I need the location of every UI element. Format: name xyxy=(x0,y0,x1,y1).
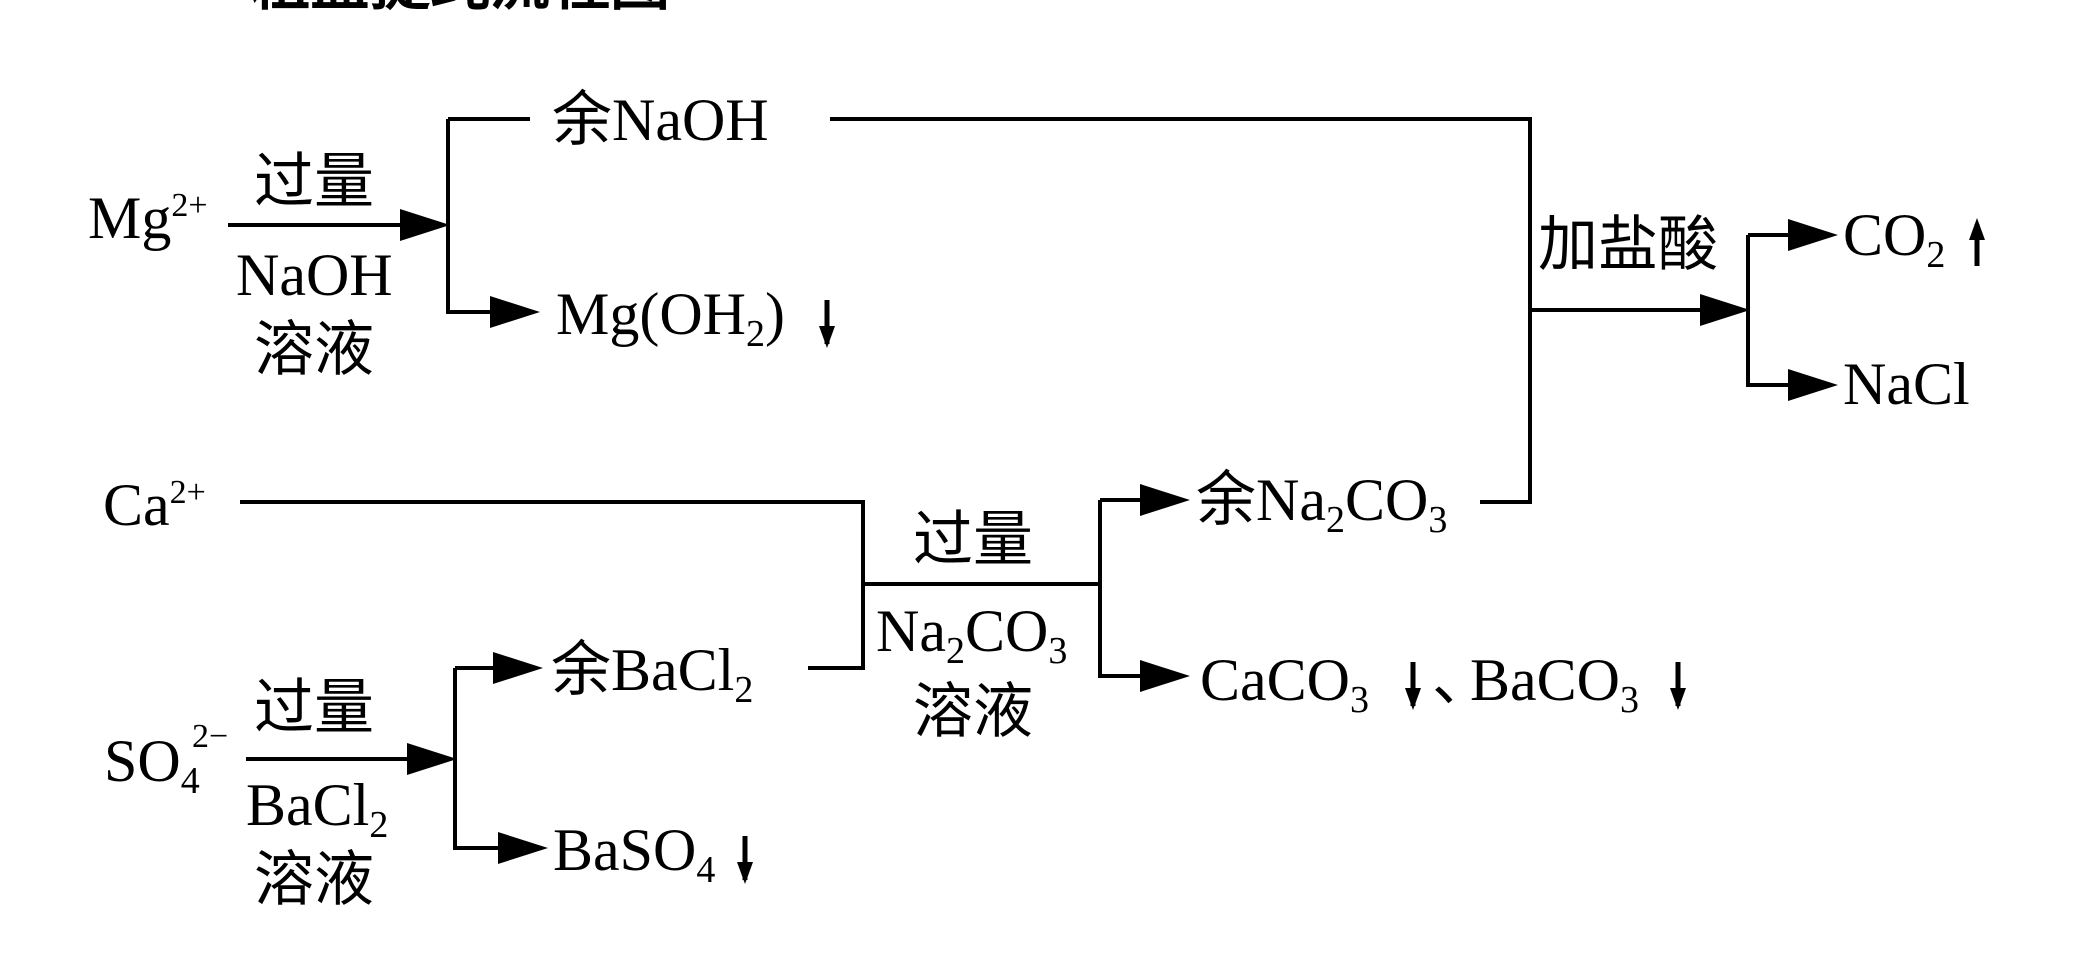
bacl2-reagent-solution: 溶液 xyxy=(254,847,374,913)
arrow-right-icon xyxy=(1140,660,1190,692)
diagram-title: 粗盐提纯流程图 xyxy=(250,0,670,19)
arrow-right-icon xyxy=(1140,484,1190,516)
acid-branch-line xyxy=(1746,235,1790,387)
arrowheads xyxy=(400,209,1838,864)
so4-branch-line xyxy=(453,668,500,850)
product-excess-naoh: 余NaOH xyxy=(552,87,769,153)
naoh-reagent-solution: 溶液 xyxy=(254,317,374,383)
product-baco3: BaCO3 xyxy=(1470,647,1639,721)
product-nacl: NaCl xyxy=(1843,351,1970,417)
excess-na2co3-up-line xyxy=(1480,310,1532,504)
up-arrow-icon xyxy=(1969,218,1985,266)
arrow-right-icon xyxy=(400,209,450,241)
mg-branch-line xyxy=(446,119,492,314)
na2co3-reagent-amount: 过量 xyxy=(913,507,1033,573)
product-baso4: BaSO4 xyxy=(553,817,715,891)
excess-bacl2-line xyxy=(808,584,865,670)
na2co3-branch-line xyxy=(1098,500,1140,678)
arrow-right-icon xyxy=(1700,294,1750,326)
bacl2-reagent-formula: BaCl2 xyxy=(246,772,388,846)
ion-mg: Mg2+ xyxy=(88,185,208,251)
arrow-right-icon xyxy=(490,296,540,328)
product-co2: CO2 xyxy=(1843,202,1945,276)
down-arrow-icon xyxy=(1405,662,1421,710)
arrow-right-icon xyxy=(1788,219,1838,251)
down-arrow-icon xyxy=(737,836,753,884)
arrow-right-icon xyxy=(1788,369,1838,401)
naoh-reagent-formula: NaOH xyxy=(236,242,393,308)
naoh-reagent-amount: 过量 xyxy=(254,149,374,215)
ion-so4: SO4 xyxy=(104,728,200,802)
product-caco3: CaCO3 xyxy=(1200,647,1369,721)
ca-line xyxy=(240,500,865,584)
connector-lines xyxy=(228,117,1790,850)
arrow-right-icon xyxy=(498,832,548,864)
arrow-right-icon xyxy=(493,652,543,684)
product-mg-oh2: Mg(OH2) xyxy=(556,281,785,355)
hcl-reagent-label: 加盐酸 xyxy=(1538,212,1718,278)
product-excess-na2co3: 余Na2CO3 xyxy=(1196,467,1447,541)
product-excess-bacl2: 余BaCl2 xyxy=(551,637,753,711)
na2co3-reagent-formula: Na2CO3 xyxy=(876,598,1067,672)
na2co3-reagent-solution: 溶液 xyxy=(913,679,1033,745)
bacl2-reagent-amount: 过量 xyxy=(254,675,374,741)
arrow-right-icon xyxy=(407,743,457,775)
ion-so4-charge: 2− xyxy=(192,718,228,755)
down-arrow-icon xyxy=(819,300,835,348)
ion-ca: Ca2+ xyxy=(103,472,206,538)
product-separator: 、 xyxy=(1432,647,1492,713)
down-arrow-icon xyxy=(1670,662,1686,710)
naoh-to-acid-line xyxy=(830,117,1700,312)
